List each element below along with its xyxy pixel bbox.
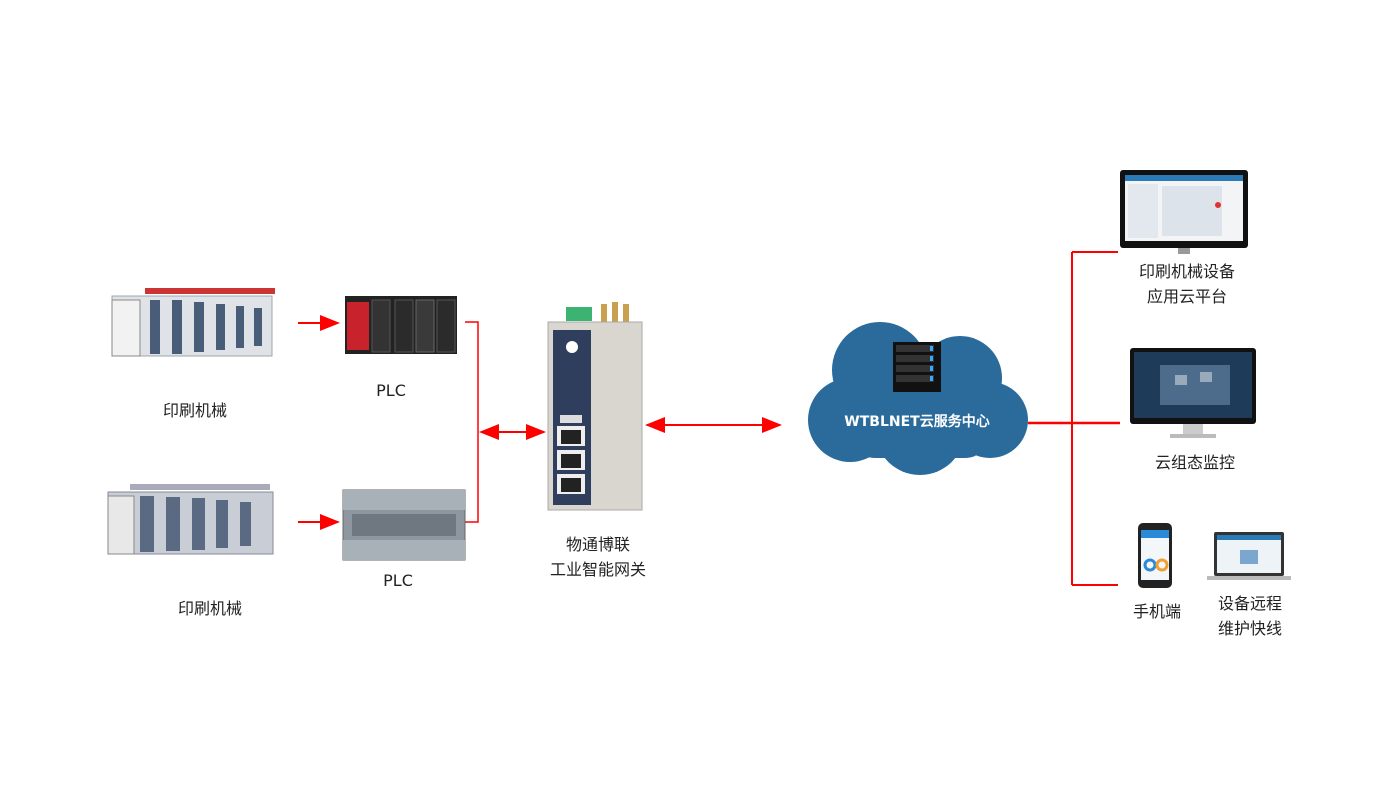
- remote-label-line2: 维护快线: [1217, 619, 1283, 638]
- mobile-phone-image: [1138, 523, 1172, 588]
- plc-image-bottom: [342, 489, 466, 561]
- server-icon: [893, 342, 941, 392]
- remote-label-line1: 设备远程: [1217, 594, 1283, 613]
- gateway-label-line2: 工业智能网关: [549, 560, 647, 579]
- printing-machine-image-top: [111, 288, 275, 357]
- monitor-scada-image: [1130, 348, 1256, 438]
- plc-top-label: PLC: [376, 381, 406, 400]
- monitor-platform-image: [1120, 170, 1248, 254]
- scada-label: 云组态监控: [1154, 453, 1236, 472]
- gateway-label: 物通博联 工业智能网关: [550, 532, 646, 582]
- machine-bottom-label: 印刷机械: [177, 599, 243, 618]
- mobile-label: 手机端: [1132, 602, 1182, 621]
- plc-image-top: [345, 296, 457, 354]
- platform-label: 印刷机械设备 应用云平台: [1139, 259, 1235, 309]
- laptop-image: [1207, 532, 1291, 580]
- machine-top-label: 印刷机械: [162, 401, 228, 420]
- gateway-image: [547, 302, 643, 511]
- platform-label-line2: 应用云平台: [1146, 287, 1228, 306]
- cloud-label: WTBLNET云服务中心: [844, 414, 990, 430]
- printing-machine-image-bottom: [107, 484, 274, 555]
- cloud-shape: [808, 322, 1028, 475]
- gateway-label-line1: 物通博联: [565, 535, 631, 554]
- remote-label: 设备远程 维护快线: [1218, 591, 1282, 641]
- plc-bottom-label: PLC: [383, 571, 413, 590]
- plc-bracket: [465, 321, 479, 523]
- platform-label-line1: 印刷机械设备: [1138, 262, 1236, 281]
